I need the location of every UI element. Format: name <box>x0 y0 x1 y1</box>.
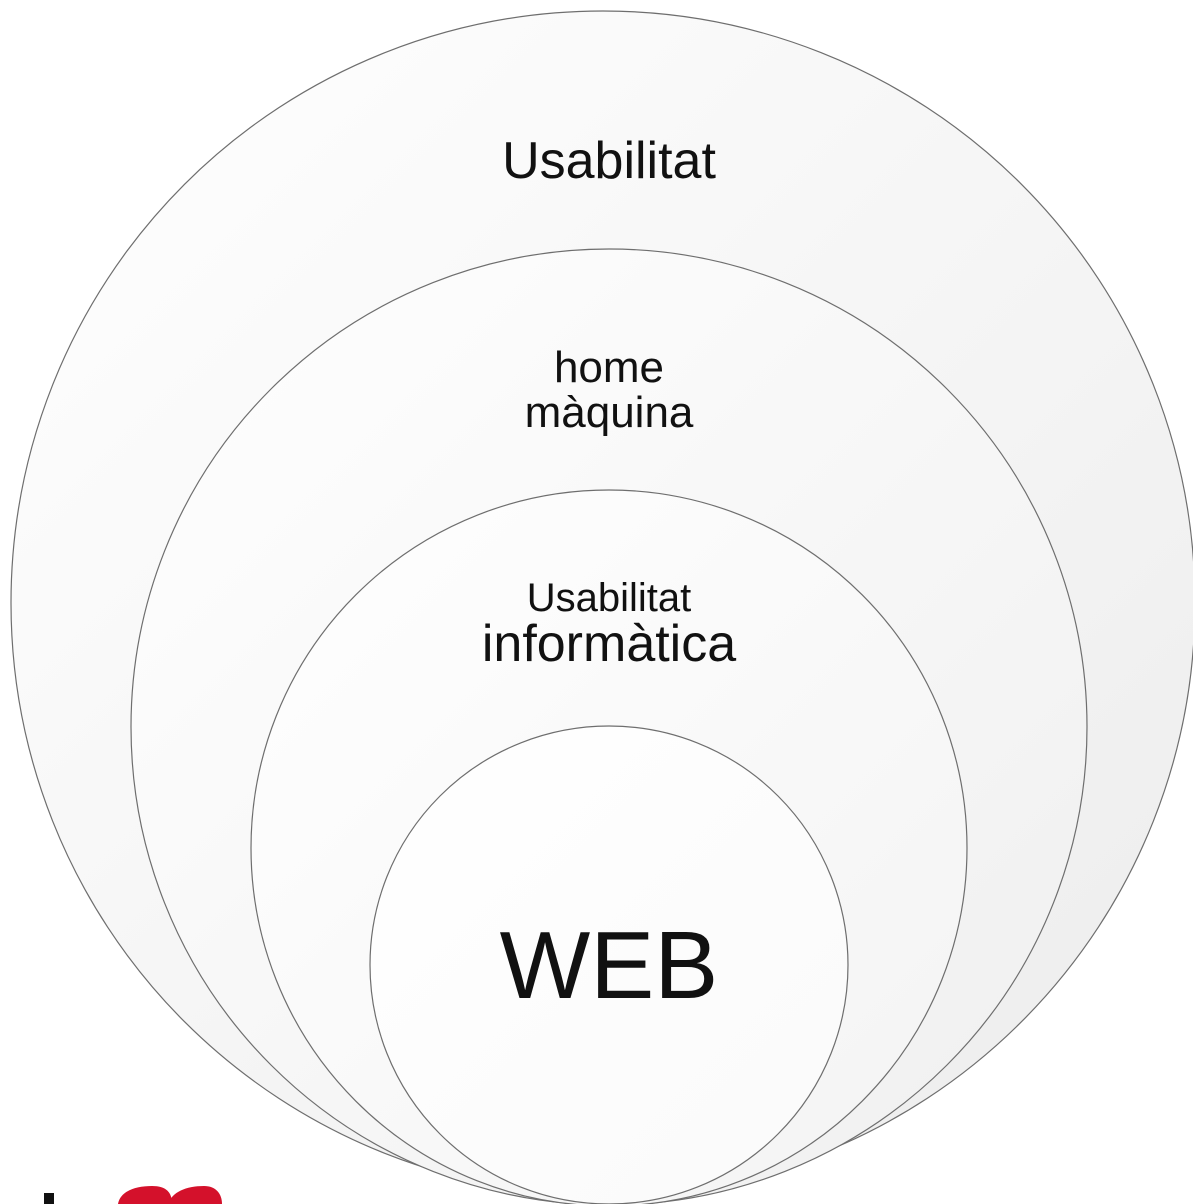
label-computer-usability-line2: informàtica <box>482 615 736 673</box>
logo-red-mark-left <box>118 1186 172 1204</box>
ring-web <box>369 725 849 1204</box>
label-usability: Usabilitat <box>502 132 716 190</box>
logo-bar <box>44 1193 54 1204</box>
label-web: WEB <box>500 912 719 1019</box>
label-hci-line2: màquina <box>525 388 694 437</box>
logo-red-mark-right <box>168 1186 222 1204</box>
logo <box>44 1186 222 1204</box>
label-hci-line1: home <box>554 343 664 392</box>
label-computer-usability-line1: Usabilitat <box>527 576 692 620</box>
